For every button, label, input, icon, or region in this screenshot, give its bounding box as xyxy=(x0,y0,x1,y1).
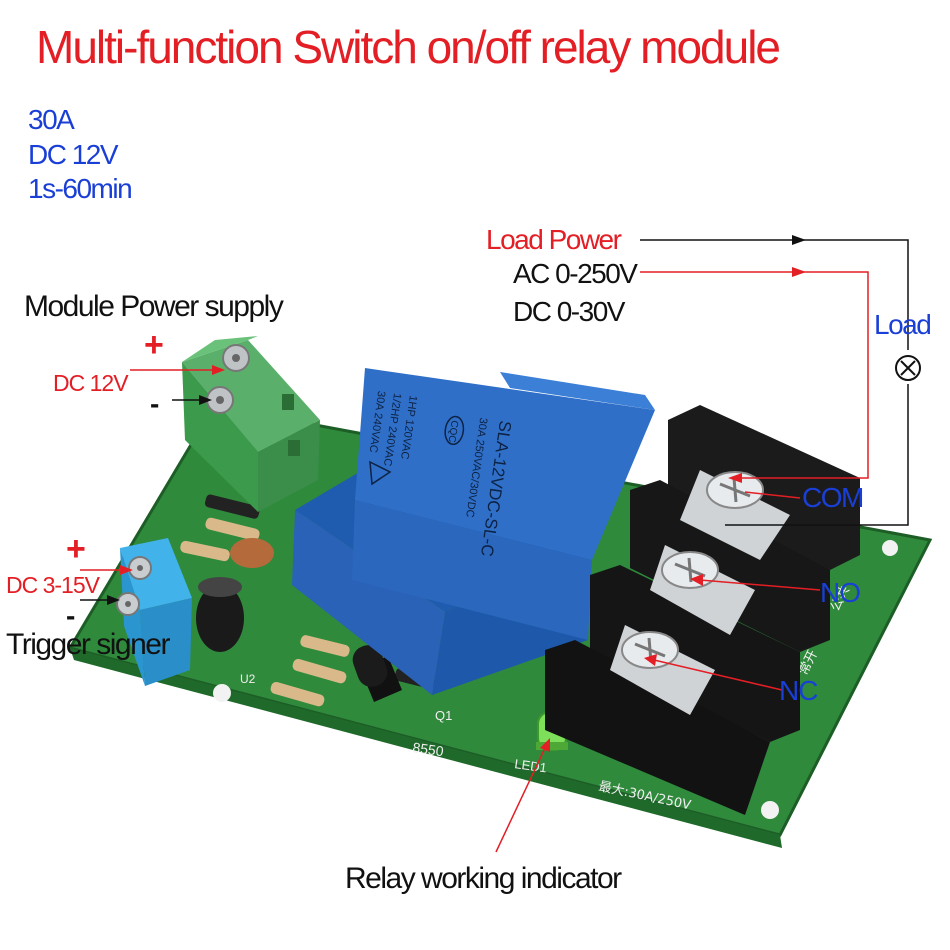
module-power-arrows xyxy=(130,365,225,405)
relay-indicator-label: Relay working indicator xyxy=(345,862,622,895)
trigger-terminal-block xyxy=(116,538,192,686)
spec-timing: 1s-60min xyxy=(28,173,133,204)
load-label: Load xyxy=(874,309,932,340)
spec-current: 30A xyxy=(28,104,75,135)
load-terminal-block xyxy=(545,405,860,815)
mount-hole-icon xyxy=(761,801,779,819)
spec-voltage: DC 12V xyxy=(28,139,119,170)
plus-sign-power: + xyxy=(144,326,164,364)
com-pointer xyxy=(744,491,801,499)
nc-pointer xyxy=(644,654,783,691)
minus-sign-trigger: - xyxy=(66,600,75,631)
nc-label: NC xyxy=(779,675,818,706)
minus-sign-power: - xyxy=(150,388,159,419)
electrolytic-capacitor-icon xyxy=(196,577,244,652)
mount-hole-icon xyxy=(882,540,898,556)
dc3-15v-label: DC 3-15V xyxy=(6,572,100,598)
resistor-icon xyxy=(180,517,350,707)
indicator-pointer xyxy=(495,738,550,853)
cqc-mark: CQC xyxy=(446,420,460,444)
transistor-icon xyxy=(352,645,402,702)
dc12v-label: DC 12V xyxy=(53,370,129,396)
no-label: NO xyxy=(820,577,861,608)
screw-icon xyxy=(621,631,679,669)
com-label: COM xyxy=(802,482,864,513)
dc-range-label: DC 0-30V xyxy=(513,296,625,327)
trigger-arrows xyxy=(80,565,133,605)
screw-icon xyxy=(661,551,719,589)
pcb-board-edge xyxy=(70,648,782,848)
load-power-label: Load Power xyxy=(486,224,622,255)
capacitor-icon xyxy=(230,538,274,568)
relay-icon: SLA-12VDC-SL-C 30A 250VAC/30VDC 1HP 120V… xyxy=(292,368,655,695)
page-title: Multi-function Switch on/off relay modul… xyxy=(36,21,781,73)
silk-u2: U2 xyxy=(240,672,256,686)
no-pointer xyxy=(690,574,821,591)
screw-icon xyxy=(706,471,764,509)
ac-range-label: AC 0-250V xyxy=(513,258,638,289)
silk-q1: Q1 xyxy=(435,708,452,723)
mount-hole-icon xyxy=(213,684,231,702)
warning-triangle-icon xyxy=(369,460,392,486)
plus-sign-trigger: + xyxy=(66,530,86,568)
module-power-label: Module Power supply xyxy=(24,290,284,323)
trigger-signer-label: Trigger signer xyxy=(6,628,170,661)
silk-8550: 8550 xyxy=(412,739,445,759)
load-symbol-icon xyxy=(895,350,921,384)
